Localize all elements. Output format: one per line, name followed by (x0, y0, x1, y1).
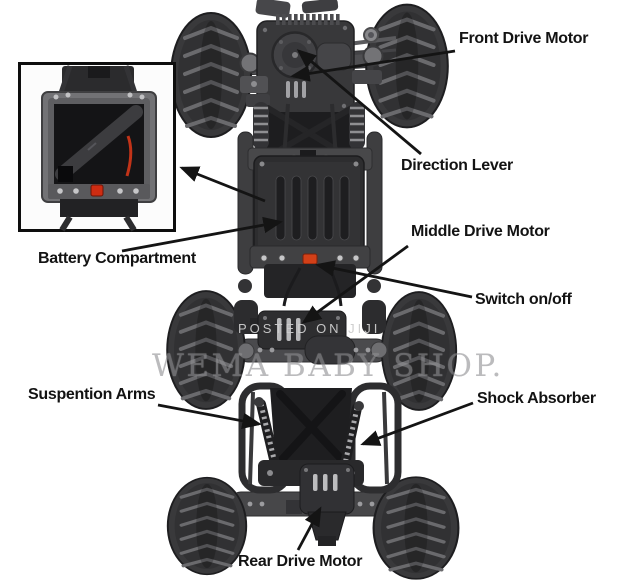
front-right-tire (366, 5, 448, 128)
battery-compartment-cover (253, 155, 365, 259)
arrow-direction-lever (296, 49, 422, 156)
label-shock-absorber: Shock Absorber (477, 390, 596, 407)
inset-power-switch (90, 184, 104, 197)
arrow-shock-absorber (360, 401, 474, 446)
label-front-drive-motor: Front Drive Motor (459, 30, 589, 47)
power-switch (302, 253, 318, 265)
middle-drive-motor-unit (234, 300, 388, 365)
label-battery-compartment: Battery Compartment (38, 250, 196, 267)
label-suspention-arms: Suspention Arms (28, 386, 156, 403)
front-left-tire (169, 11, 253, 139)
arrow-middle-drive-motor (301, 244, 409, 324)
label-switch-on-off: Switch on/off (475, 291, 572, 308)
watermark-posted-on: POSTED ON JIJI (238, 321, 381, 336)
leader-arrows (121, 49, 474, 551)
label-rear-drive-motor: Rear Drive Motor (238, 553, 363, 570)
red-wire (125, 135, 133, 177)
arrow-battery-compartment (121, 216, 283, 253)
rear-left-tire (165, 475, 249, 577)
battery-strap (55, 105, 143, 181)
watermark-shop-name: WEMA BABY SHOP. (152, 348, 504, 384)
label-middle-drive-motor: Middle Drive Motor (411, 223, 550, 240)
label-direction-lever: Direction Lever (401, 157, 513, 174)
arrow-front-drive-motor (290, 49, 456, 82)
arrow-to-inset (179, 166, 266, 203)
bottom-plate (249, 245, 371, 307)
arrow-suspention-arms (157, 403, 262, 430)
arrow-switch-on-off (315, 260, 473, 299)
inset-detail-box (18, 62, 176, 232)
arrow-rear-drive-motor (296, 506, 322, 551)
